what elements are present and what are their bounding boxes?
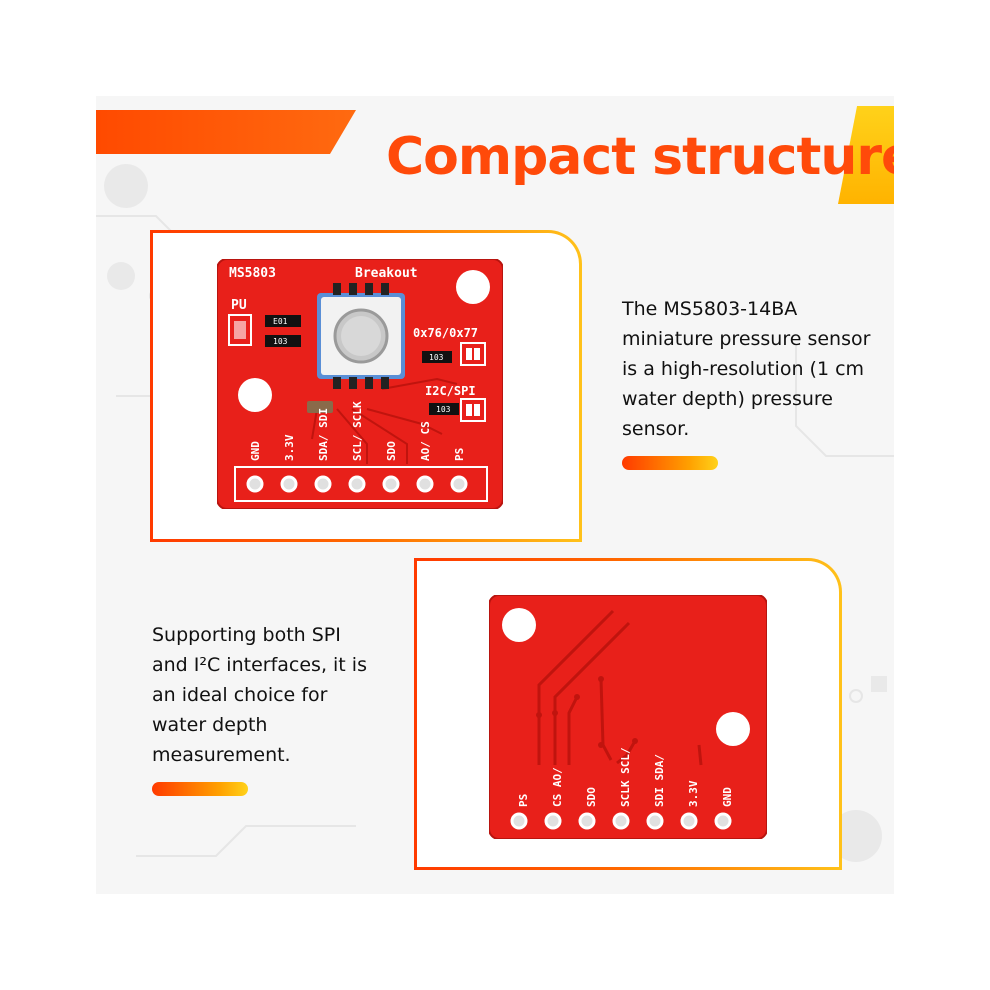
resistor-code-1: E01 [273, 317, 288, 326]
resistor-code-3: 103 [429, 353, 444, 362]
resistor-code-4: 103 [436, 405, 451, 414]
front-pin-label-gnd: GND [249, 441, 262, 461]
back-pin-label-sclk-scl: SCLK SCL/ [619, 747, 632, 807]
back-pin-label-sdo: SDO [585, 787, 598, 807]
pullup-label: PU [231, 298, 247, 313]
board-back-photo: PS CS AO/ SDO SCLK SCL/ SDI SDA/ 3.3V GN… [489, 595, 767, 839]
address-label: 0x76/0x77 [413, 326, 478, 340]
back-pin-label-3v3: 3.3V [687, 780, 700, 807]
accent-pill-2 [152, 782, 248, 796]
front-pin-label-sda: SDA/ SDI [317, 408, 330, 461]
front-pin-label-ps: PS [453, 448, 466, 461]
headline: Compact structure [386, 127, 894, 187]
back-pin-label-sdi-sda: SDI SDA/ [653, 754, 666, 807]
front-pin-label-sdo: SDO [385, 441, 398, 461]
circuit-background-art [96, 164, 894, 862]
front-pin-label-3v3: 3.3V [283, 434, 296, 461]
front-pin-label-ao-cs: AO/ CS [419, 421, 432, 461]
board-subtitle: Breakout [355, 266, 418, 281]
board-name: MS5803 [229, 266, 276, 281]
description-2: Supporting both SPI and I²C interfaces, … [152, 624, 367, 766]
resistor-code-2: 103 [273, 337, 288, 346]
back-board-frame: PS CS AO/ SDO SCLK SCL/ SDI SDA/ 3.3V GN… [414, 558, 842, 870]
back-pin-label-cs-ao: CS AO/ [551, 767, 564, 807]
product-banner: Compact structure MS5803 Breakout PU [96, 96, 894, 894]
back-pin-label-ps: PS [517, 794, 530, 807]
front-board-frame: MS5803 Breakout PU E01 103 [150, 230, 582, 542]
back-pin-label-gnd: GND [721, 787, 734, 807]
board-front-photo: MS5803 Breakout PU E01 103 [217, 259, 503, 509]
interface-label: I2C/SPI [425, 384, 476, 398]
orange-accent-bar [96, 110, 356, 154]
front-pin-label-scl: SCL/ SCLK [351, 401, 364, 461]
accent-pill-1 [622, 456, 718, 470]
description-1: The MS5803-14BA miniature pressure senso… [622, 298, 871, 440]
